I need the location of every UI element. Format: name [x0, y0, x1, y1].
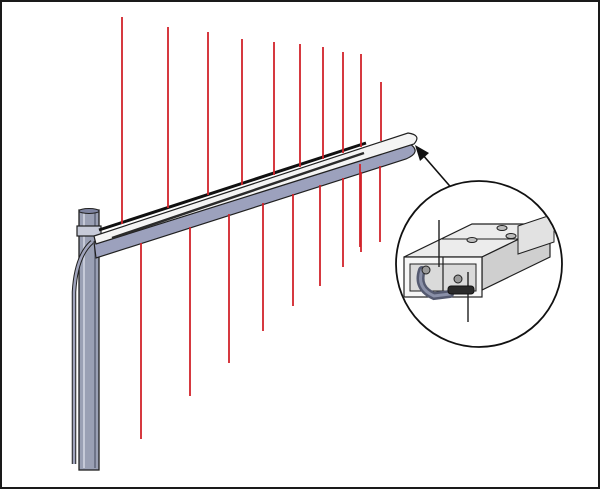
callout-arrow-head	[415, 145, 429, 161]
boom-dark-conductor-1	[98, 141, 367, 232]
terminal-nut	[453, 274, 463, 284]
antenna-boom	[93, 132, 418, 259]
boom-dark-conductor-2	[111, 151, 365, 240]
bolt-head	[466, 237, 478, 243]
boom-lower-pipe	[93, 143, 416, 259]
dipole-elements-lower	[140, 164, 381, 439]
boom-flange	[517, 213, 555, 255]
feed-cable-core	[72, 241, 93, 464]
bolt-head	[496, 225, 508, 231]
coax-cable-highlight	[419, 268, 452, 298]
antenna-mast	[71, 208, 102, 471]
mast-clamp	[76, 225, 102, 237]
detail-inset	[395, 180, 563, 348]
dipole-elements-upper	[121, 17, 382, 224]
mast-top-cap	[78, 208, 100, 214]
coax-connector	[447, 285, 475, 295]
bolt-head	[505, 233, 517, 239]
detail-boom-end	[403, 213, 555, 322]
terminal-nut	[421, 265, 431, 275]
